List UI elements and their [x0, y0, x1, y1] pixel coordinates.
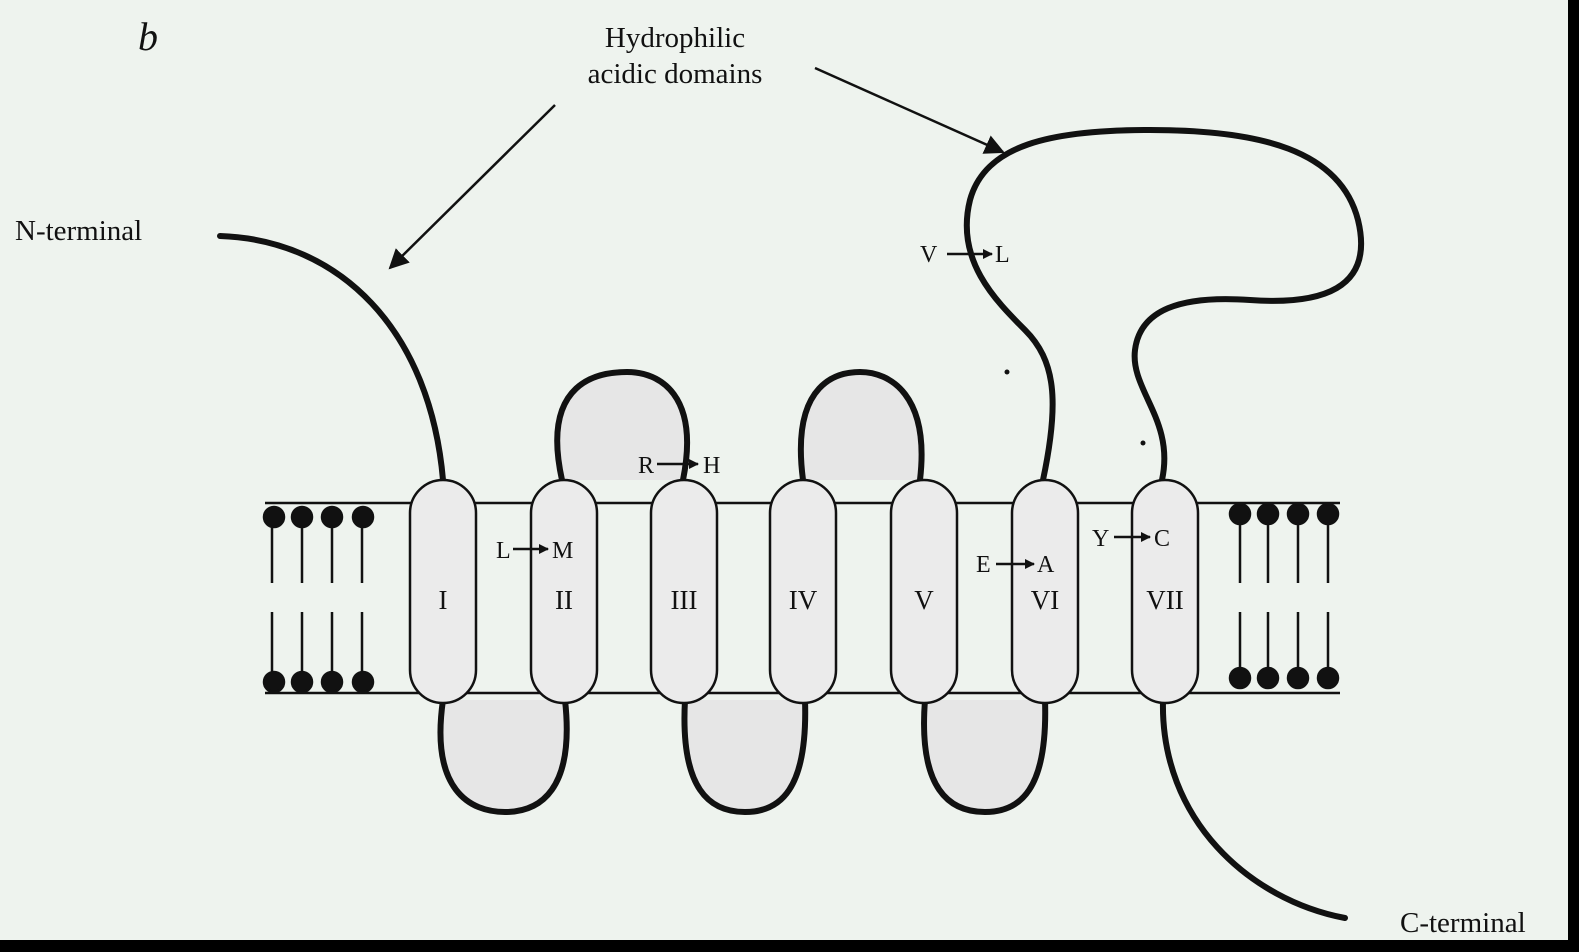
segment-label-II: II — [555, 585, 573, 615]
c-terminal-label: C-terminal — [1400, 907, 1526, 939]
segment-label-VII: VII — [1146, 585, 1183, 615]
mutation-to: A — [1037, 552, 1055, 578]
segment-label-IV: IV — [789, 585, 818, 615]
mutation-to: H — [703, 453, 720, 479]
mutation-from: L — [496, 538, 511, 564]
speck-mark — [1005, 370, 1010, 375]
mutation-from: R — [638, 453, 654, 479]
mutation-to: L — [995, 242, 1010, 268]
annotation-line-1: Hydrophilic — [605, 22, 745, 54]
mutation-from: E — [976, 552, 991, 578]
n-terminal-label: N-terminal — [15, 215, 142, 247]
segment-label-III: III — [671, 585, 698, 615]
mutation-to: M — [552, 538, 573, 564]
segment-label-VI: VI — [1031, 585, 1060, 615]
segment-label-V: V — [914, 585, 934, 615]
speck-mark — [1141, 441, 1146, 446]
annotation-line-2: acidic domains — [588, 58, 763, 90]
panel-letter: b — [138, 14, 158, 59]
mutation-from: Y — [1092, 526, 1109, 552]
segment-label-I: I — [439, 585, 448, 615]
mutation-from: V — [920, 242, 938, 268]
mutation-to: C — [1154, 526, 1170, 552]
